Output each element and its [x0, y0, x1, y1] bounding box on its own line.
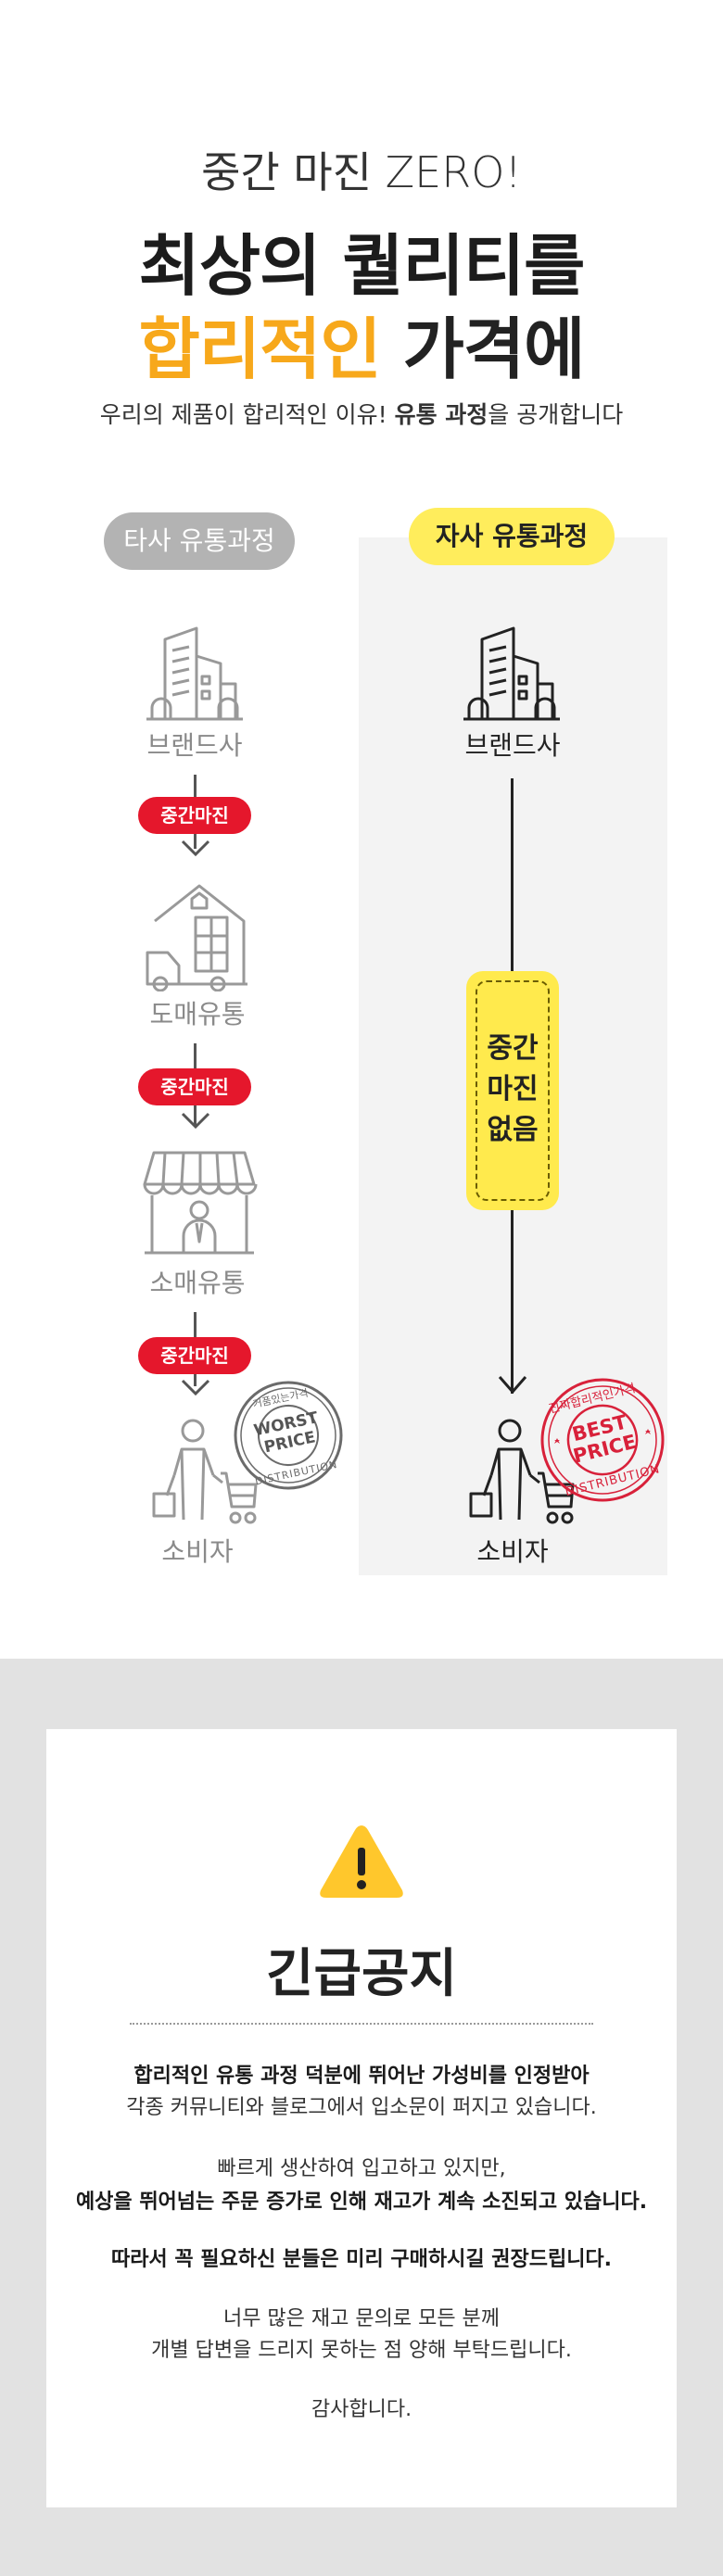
- desc-pre: 우리의 제품이 합리적인 이유!: [99, 401, 395, 428]
- notice-line-7: 개별 답변을 드리지 못하는 점 양해 부탁드립니다.: [151, 2339, 572, 2362]
- notice-line-3: 빠르게 생산하여 입고하고 있지만,: [217, 2157, 506, 2180]
- warehouse-truck-icon: [144, 882, 255, 992]
- header-title-line2: 합리적인 가격에: [0, 295, 723, 392]
- other-process-label: 타사 유통과정: [104, 512, 295, 570]
- header-title-rest: 가격에: [380, 310, 586, 388]
- no-margin-line3: 없음: [487, 1114, 539, 1146]
- flow-line: [511, 1210, 514, 1394]
- desc-bold: 유통 과정: [394, 401, 488, 428]
- building-icon: [139, 619, 250, 730]
- notice-divider: [130, 2023, 593, 2025]
- other-stage-wholesale: 도매유통: [149, 999, 246, 1029]
- arrow-down-icon: [181, 838, 210, 858]
- notice-line-6: 너무 많은 재고 문의로 모든 분께: [222, 2307, 501, 2330]
- worst-stamp-text: 거품있는가격 WORST PRICE DISTRIBUTION: [222, 1369, 356, 1503]
- consumer-shopping-icon: [463, 1418, 575, 1527]
- our-process-label: 자사 유통과정: [409, 508, 615, 565]
- no-margin-dashed-border: [476, 980, 550, 1201]
- notice-line-1: 합리적인 유통 과정 덕분에 뛰어난 가성비를 인정받아: [133, 2065, 590, 2088]
- notice-title: 긴급공지: [265, 1944, 458, 2004]
- worst-price-stamp: [232, 1379, 345, 1492]
- header-title-highlight: 합리적인: [138, 310, 382, 388]
- notice-line-2: 각종 커뮤니티와 블로그에서 입소문이 퍼지고 있습니다.: [126, 2096, 597, 2119]
- arrow-down-icon: [181, 1110, 210, 1130]
- notice-line-4: 예상을 뛰어넘는 주문 증가로 인해 재고가 계속 소진되고 있습니다.: [75, 2191, 648, 2214]
- other-stage-retail: 소매유통: [149, 1268, 246, 1298]
- arrow-down-icon: [181, 1377, 210, 1397]
- consumer-shopping-icon: [146, 1418, 258, 1527]
- margin-badge: 중간마진: [138, 1068, 251, 1105]
- building-icon: [456, 619, 567, 730]
- warning-icon: [317, 1822, 406, 1901]
- no-margin-box: [466, 971, 559, 1210]
- header-subtitle: 중간 마진 ZERO!: [201, 147, 522, 197]
- our-stage-brand: 브랜드사: [464, 730, 561, 761]
- notice-line-5: 따라서 꼭 필요하신 분들은 미리 구매하시길 권장드립니다.: [110, 2248, 613, 2271]
- header-description: 우리의 제품이 합리적인 이유! 유통 과정을 공개합니다: [0, 397, 723, 430]
- margin-badge: 중간마진: [138, 797, 251, 834]
- header-title-line1: 최상의 퀄리티를: [138, 227, 586, 305]
- no-margin-text: 중간 마진 없음: [466, 1029, 559, 1151]
- best-price-stamp: [538, 1375, 667, 1505]
- retail-store-icon: [141, 1149, 258, 1258]
- no-margin-line2: 마진: [487, 1073, 539, 1105]
- arrow-down-icon: [498, 1373, 527, 1395]
- other-stage-consumer: 소비자: [161, 1536, 234, 1567]
- other-stage-brand: 브랜드사: [146, 730, 243, 761]
- notice-line-8: 감사합니다.: [311, 2398, 412, 2421]
- desc-post: 을 공개합니다: [488, 401, 624, 428]
- no-margin-line1: 중간: [487, 1032, 539, 1065]
- our-stage-consumer: 소비자: [476, 1536, 549, 1567]
- margin-badge: 중간마진: [138, 1337, 251, 1374]
- flow-line: [511, 778, 514, 971]
